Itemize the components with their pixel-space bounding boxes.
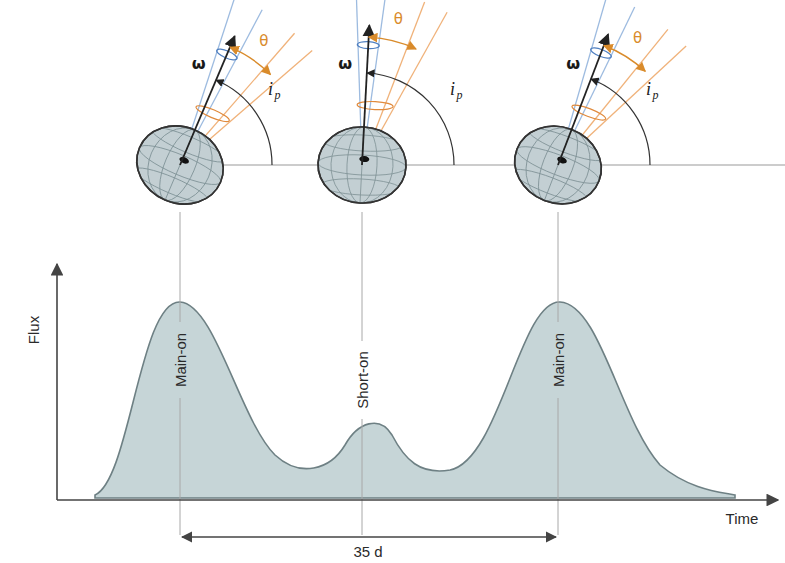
spin-label: ω (192, 56, 206, 72)
flux-curve (95, 302, 735, 498)
inclination-arcs (216, 73, 650, 165)
angle-label: θ (259, 33, 268, 48)
neutron-star (503, 0, 692, 228)
inclination-label: i (450, 80, 455, 98)
axes (57, 264, 778, 500)
phase-label: Short-on (355, 351, 370, 409)
inclination-label: i (268, 80, 273, 98)
angle-label: θ (394, 12, 403, 27)
phase-label: Main-on (551, 333, 566, 387)
inclination-subscript: p (456, 89, 462, 101)
inclination-label: i (646, 80, 651, 98)
inclination-subscript: p (274, 89, 280, 101)
phase-lines (180, 212, 558, 535)
spin-label: ω (338, 56, 352, 72)
angle-label: θ (633, 30, 642, 45)
period-label: 35 d (353, 544, 382, 559)
phase-label: Main-on (173, 333, 188, 387)
neutron-star (316, 0, 448, 207)
period-arrow (182, 536, 556, 537)
inclination-subscript: p (652, 89, 658, 101)
reference-line (140, 164, 785, 165)
axis-title: Time (726, 511, 759, 526)
spin-label: ω (566, 56, 580, 72)
neutron-star (125, 0, 320, 230)
axis-title: Flux (26, 316, 41, 344)
